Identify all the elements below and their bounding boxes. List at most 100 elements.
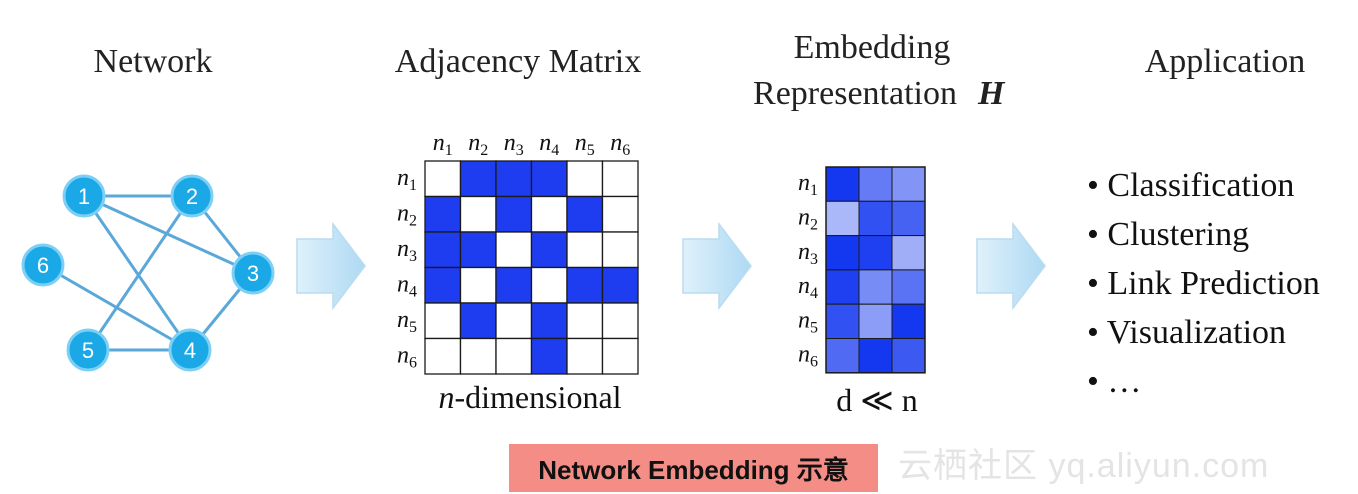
- graph-node-label: 5: [82, 338, 94, 363]
- matrix-row-label-n2: n2: [397, 200, 417, 229]
- matrix-cell-3-3: [495, 231, 533, 269]
- adjacency-matrix-heading: Adjacency Matrix: [395, 43, 641, 80]
- graph-node-label: 2: [186, 184, 198, 209]
- matrix-dimension-caption: n-dimensional: [438, 379, 621, 415]
- matrix-cell-1-1: [424, 160, 462, 198]
- embedding-cell-6-3: [891, 338, 926, 374]
- matrix-row-label-n4: n4: [397, 271, 417, 300]
- embedding-cell-6-1: [825, 338, 860, 374]
- matrix-cell-6-4: [530, 337, 568, 375]
- application-item: • Classification: [1087, 167, 1294, 204]
- embedding-cell-1-3: [891, 166, 926, 202]
- graph-node-1: 1: [62, 174, 106, 218]
- embedding-cell-3-3: [891, 235, 926, 271]
- matrix-cell-2-1: [424, 195, 462, 233]
- application-item: • Visualization: [1087, 314, 1286, 351]
- matrix-col-label-n6: n6: [610, 130, 630, 159]
- graph-node-6: 6: [21, 243, 65, 287]
- matrix-cell-5-5: [566, 302, 604, 340]
- embedding-cell-2-2: [858, 200, 893, 237]
- matrix-cell-4-3: [495, 266, 533, 304]
- matrix-cell-3-6: [601, 231, 639, 269]
- matrix-cell-5-1: [424, 302, 462, 340]
- graph-edge-2-5: [86, 195, 194, 351]
- application-item: • Link Prediction: [1087, 265, 1320, 302]
- embedding-heading-line1: Embedding: [794, 29, 951, 66]
- graph-edge-4-6: [42, 263, 191, 352]
- matrix-cell-1-6: [601, 160, 639, 198]
- adjacency-matrix-grid: [424, 160, 639, 375]
- graph-node-5: 5: [66, 328, 110, 372]
- matrix-col-label-n1: n1: [433, 130, 453, 159]
- embedding-cell-2-3: [891, 200, 926, 237]
- graph-edge-1-3: [83, 194, 254, 275]
- matrix-cell-5-3: [495, 302, 533, 340]
- embedding-cell-4-2: [858, 269, 893, 305]
- application-item: • …: [1087, 363, 1141, 400]
- matrix-col-label-n2: n2: [468, 130, 488, 159]
- graph-edges: [42, 194, 255, 352]
- matrix-row-label-n3: n3: [397, 236, 417, 265]
- matrix-col-label-n4: n4: [539, 130, 559, 159]
- caption-badge: Network Embedding 示意: [509, 444, 878, 492]
- matrix-row-label-n1: n1: [397, 165, 417, 194]
- embedding-cell-6-2: [858, 338, 893, 374]
- arrow-icon-3: [976, 221, 1046, 311]
- embedding-cell-3-2: [858, 235, 893, 271]
- matrix-cell-4-6: [601, 266, 639, 304]
- embedding-matrix-grid: [825, 166, 926, 374]
- matrix-cell-2-5: [566, 195, 604, 233]
- matrix-cell-4-5: [566, 266, 604, 304]
- matrix-row-labels: n1 n2 n3 n4 n5 n6: [397, 165, 417, 372]
- embedding-cell-4-1: [825, 269, 860, 305]
- embedding-matrix-border: [825, 166, 926, 374]
- matrix-cell-2-6: [601, 195, 639, 233]
- embedding-row-label-n1: n1: [798, 170, 818, 199]
- matrix-cell-3-2: [459, 231, 497, 269]
- matrix-cell-6-1: [424, 337, 462, 375]
- embedding-symbol-h: H: [977, 75, 1006, 112]
- embedding-heading-line2: Representation: [753, 75, 957, 112]
- embedding-cell-4-3: [891, 269, 926, 305]
- graph-node-label: 6: [37, 253, 49, 278]
- matrix-cell-4-2: [459, 266, 497, 304]
- matrix-cell-6-2: [459, 337, 497, 375]
- matrix-cell-5-2: [459, 302, 497, 340]
- watermark: 云栖社区 yq.aliyun.com: [898, 446, 1270, 485]
- embedding-cell-1-1: [825, 166, 860, 202]
- matrix-col-label-n5: n5: [575, 130, 595, 159]
- matrix-cell-3-1: [424, 231, 462, 269]
- embedding-dimension-caption: d ≪ n: [836, 382, 918, 418]
- embedding-row-label-n3: n3: [798, 239, 818, 268]
- embedding-row-label-n6: n6: [798, 342, 818, 371]
- matrix-row-label-n6: n6: [397, 342, 417, 371]
- graph-node-4: 4: [168, 328, 212, 372]
- graph-edge-1-4: [82, 195, 192, 351]
- matrix-cell-3-4: [530, 231, 568, 269]
- application-heading: Application: [1145, 43, 1306, 80]
- embedding-cell-2-1: [825, 200, 860, 237]
- matrix-cell-4-4: [530, 266, 568, 304]
- matrix-cell-5-6: [601, 302, 639, 340]
- application-list: • Classification • Clustering • Link Predi…: [1087, 167, 1320, 400]
- matrix-cell-1-3: [495, 160, 533, 198]
- embedding-row-label-n2: n2: [798, 204, 818, 233]
- matrix-cell-6-5: [566, 337, 604, 375]
- matrix-cell-5-4: [530, 302, 568, 340]
- embedding-row-label-n4: n4: [798, 273, 818, 302]
- matrix-cell-1-5: [566, 160, 604, 198]
- graph-node-label: 3: [247, 261, 259, 286]
- matrix-row-label-n5: n5: [397, 307, 417, 336]
- matrix-cell-2-3: [495, 195, 533, 233]
- arrow-icon-2: [682, 221, 752, 311]
- matrix-cell-6-6: [601, 337, 639, 375]
- matrix-cell-1-4: [530, 160, 568, 198]
- embedding-cell-5-3: [891, 303, 926, 340]
- application-item: • Clustering: [1087, 216, 1249, 253]
- matrix-cell-2-4: [530, 195, 568, 233]
- network-heading: Network: [94, 43, 213, 80]
- embedding-cell-3-1: [825, 235, 860, 271]
